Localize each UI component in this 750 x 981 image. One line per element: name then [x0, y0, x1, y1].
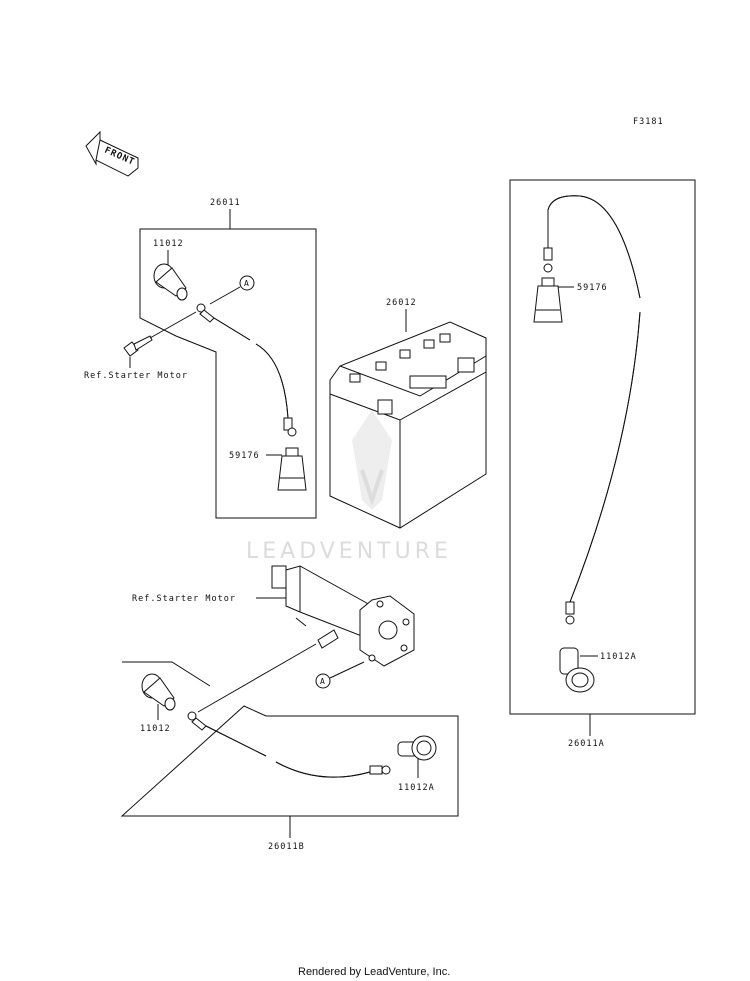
part-label-26011: 26011	[210, 198, 241, 208]
front-arrow-icon: FRONT	[85, 130, 139, 177]
kit-26011a-frame	[509, 179, 696, 715]
kit-26011-frame	[139, 228, 317, 519]
battery: 26012	[329, 298, 487, 529]
part-label-26011a: 26011A	[568, 739, 605, 749]
part-label-59176-left: 59176	[229, 451, 260, 461]
battery-cable-bottom	[187, 711, 391, 778]
callout-a-bottom-letter: A	[320, 677, 325, 686]
kit-26011b-group: 11012 11012A 26011B	[120, 643, 459, 852]
part-label-11012-top: 11012	[153, 239, 184, 249]
bolt-icon	[123, 335, 153, 357]
callout-a-bottom	[315, 673, 331, 689]
footer-credit: Rendered by LeadVenture, Inc.	[298, 966, 450, 978]
part-label-59176-right: 59176	[577, 283, 608, 293]
terminal-cap-icon	[153, 263, 188, 301]
terminal-cap-icon	[141, 673, 176, 711]
battery-cable	[196, 303, 297, 437]
ref-starter-motor-top: Ref.Starter Motor	[84, 371, 188, 381]
angled-terminal-cap-icon	[559, 647, 595, 693]
watermark-text: LEADVENTURE	[246, 539, 452, 564]
kit-26011b-frame	[120, 661, 459, 817]
part-label-26011b: 26011B	[268, 842, 305, 852]
angled-terminal-cap-icon	[397, 735, 437, 761]
starter-terminal-stud	[317, 629, 339, 649]
rubber-boot-icon	[277, 447, 307, 491]
ref-starter-motor-bottom: Ref.Starter Motor	[132, 594, 236, 604]
part-label-26012: 26012	[386, 298, 417, 308]
part-label-11012-bottom: 11012	[140, 724, 171, 734]
kit-26011a-group: 59176 11012A 26011A	[509, 179, 696, 749]
part-label-11012a-right: 11012A	[600, 652, 637, 662]
callout-a-top	[239, 275, 255, 291]
part-label-11012a-bottom: 11012A	[398, 783, 435, 793]
kit-26011-group: 26011 11012 A	[84, 198, 317, 519]
starter-motor: Ref.Starter Motor	[132, 565, 415, 667]
rubber-boot-icon	[533, 277, 563, 323]
figure-code: F3181	[633, 117, 664, 127]
watermark: LEADVENTURE	[246, 410, 452, 564]
callout-a-top-letter: A	[244, 279, 249, 288]
